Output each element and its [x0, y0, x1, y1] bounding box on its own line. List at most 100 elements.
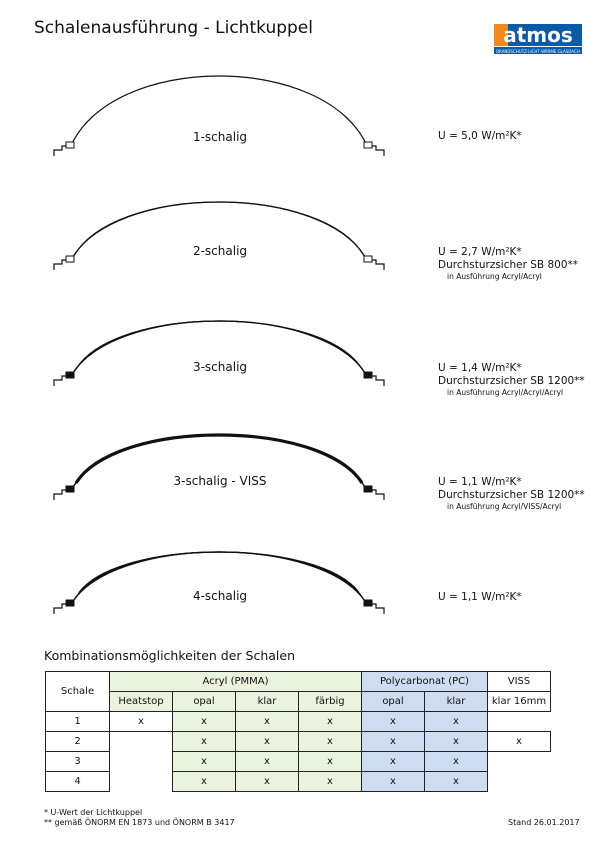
shell-arc	[78, 551, 360, 593]
table-cell	[109, 751, 173, 772]
logo-tagline: BRANDSCHUTZ·LICHT·WÄRME·GLASDACH	[496, 49, 580, 54]
column-header: opal	[172, 691, 236, 712]
table-cell: x	[109, 711, 173, 732]
table-cell	[487, 711, 551, 732]
logo-text: atmos	[503, 23, 573, 47]
u-value: U = 1,1 W/m²K*	[438, 476, 522, 488]
table-cell: x	[424, 711, 488, 732]
table-header-row: Schale Acryl (PMMA) Polycarbonat (PC) VI…	[45, 671, 551, 712]
page-title: Schalenausführung - Lichtkuppel	[34, 18, 313, 38]
column-header: färbig	[298, 691, 362, 712]
table-row: 4 x x x x x	[45, 771, 551, 792]
flange	[366, 603, 385, 614]
flange	[53, 375, 72, 386]
clamp-profile	[363, 371, 373, 379]
clamp-profile	[363, 141, 373, 149]
table-cell: x	[235, 711, 299, 732]
column-header: opal	[361, 691, 425, 712]
clamp-profile	[65, 485, 75, 493]
table-cell	[109, 771, 173, 792]
group-acryl: Acryl (PMMA)	[109, 671, 362, 692]
clamp-profile	[363, 255, 373, 263]
table-cell: x	[172, 771, 236, 792]
clamp-profile	[65, 371, 75, 379]
table-cell: x	[361, 771, 425, 792]
table-cell: x	[172, 711, 236, 732]
table-cell: x	[298, 711, 362, 732]
table-cell: x	[424, 751, 488, 772]
table-cell: x	[487, 731, 551, 752]
flange	[366, 375, 385, 386]
column-header: klar	[235, 691, 299, 712]
flange	[366, 489, 385, 500]
table-cell: x	[424, 771, 488, 792]
u-value: U = 2,7 W/m²K*	[438, 246, 522, 258]
flange	[53, 603, 72, 614]
table-row: 3 x x x x x	[45, 751, 551, 772]
table-cell	[109, 731, 173, 752]
shell-arc	[72, 201, 366, 258]
table-cell: x	[172, 751, 236, 772]
group-viss: VISS	[487, 671, 551, 692]
execution-note: in Ausführung Acryl/Acryl	[447, 272, 542, 281]
footnote-norm: ** gemäß ÖNORM EN 1873 und ÖNORM B 3417	[44, 818, 235, 827]
safety-rating: Durchsturzsicher SB 1200**	[438, 375, 585, 387]
table-cell: x	[361, 731, 425, 752]
column-header: Heatstop	[109, 691, 173, 712]
column-header: klar 16mm	[487, 691, 551, 712]
dome-drawing-5	[53, 551, 385, 614]
table-cell: x	[172, 731, 236, 752]
table-row: 1 x x x x x x	[45, 711, 551, 732]
row-header: Schale	[45, 671, 110, 712]
table-cell	[487, 751, 551, 772]
table-cell: x	[235, 751, 299, 772]
flange	[53, 489, 72, 500]
table-cell	[487, 771, 551, 792]
table-row: 2 x x x x x x	[45, 731, 551, 752]
column-header: klar	[424, 691, 488, 712]
clamp-profile	[65, 599, 75, 607]
u-value: U = 1,4 W/m²K*	[438, 362, 522, 374]
u-value: U = 5,0 W/m²K*	[438, 130, 522, 142]
variant-label-1: 1-schalig	[192, 130, 248, 144]
table-cell: x	[298, 771, 362, 792]
date-stamp: Stand 26.01.2017	[508, 818, 580, 827]
clamp-profile	[65, 255, 75, 263]
table-cell: x	[361, 711, 425, 732]
clamp-profile	[363, 599, 373, 607]
safety-rating: Durchsturzsicher SB 800**	[438, 259, 579, 271]
clamp-profile	[363, 485, 373, 493]
flange	[366, 145, 385, 156]
table-cell: x	[298, 731, 362, 752]
variant-label-4: 3-schalig - VISS	[173, 474, 267, 488]
flange	[53, 145, 72, 156]
table-cell: x	[361, 751, 425, 772]
variant-label-5: 4-schalig	[192, 589, 248, 603]
execution-note: in Ausführung Acryl/Acryl/Acryl	[447, 388, 564, 397]
shell-arc	[74, 433, 364, 484]
dome-drawing-3	[53, 320, 385, 386]
variant-label-2: 2-schalig	[192, 244, 248, 258]
u-value: U = 1,1 W/m²K*	[438, 591, 522, 603]
execution-note: in Ausführung Acryl/VISS/Acryl	[447, 502, 562, 511]
table-cell: x	[235, 771, 299, 792]
footnote-u-value: * U-Wert der Lichtkuppel	[44, 808, 143, 817]
row-label: 1	[45, 711, 110, 732]
clamp-profile	[65, 141, 75, 149]
atmos-logo: atmos BRANDSCHUTZ·LICHT·WÄRME·GLASDACH	[492, 20, 584, 58]
row-label: 2	[45, 731, 110, 752]
dome-drawing-4	[53, 433, 385, 500]
safety-rating: Durchsturzsicher SB 1200**	[438, 489, 585, 501]
row-label: 3	[45, 751, 110, 772]
combinations-title: Kombinationsmöglichkeiten der Schalen	[44, 648, 296, 663]
variant-spec-4: U = 1,1 W/m²K* Durchsturzsicher SB 1200*…	[438, 476, 585, 512]
combinations-table: Schale Acryl (PMMA) Polycarbonat (PC) VI…	[45, 671, 551, 792]
row-label: 4	[45, 771, 110, 792]
table-cell: x	[424, 731, 488, 752]
table-cell: x	[235, 731, 299, 752]
shell-arc	[69, 75, 369, 149]
table-subheader-row: Heatstop opal klar färbig opal klar klar…	[46, 691, 551, 712]
flange	[366, 259, 385, 270]
variant-spec-5: U = 1,1 W/m²K*	[438, 591, 522, 604]
variant-spec-2: U = 2,7 W/m²K* Durchsturzsicher SB 800**…	[438, 246, 578, 282]
